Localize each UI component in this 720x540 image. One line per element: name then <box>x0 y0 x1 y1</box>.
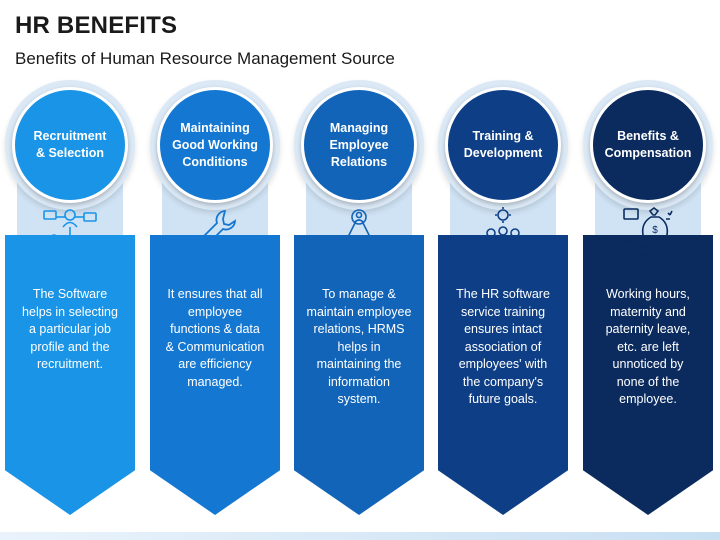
page-subtitle: Benefits of Human Resource Management So… <box>15 49 395 68</box>
column-description: To manage & maintain employee relations,… <box>306 287 412 406</box>
benefit-column-compensation: Benefits & Compensation $ Working hours,… <box>583 80 713 520</box>
bottom-accent-bar <box>0 532 720 540</box>
column-heading: Managing Employee Relations <box>329 120 389 169</box>
column-heading: Recruitment & Selection <box>33 129 107 160</box>
money-bag-hand-icon: $ <box>618 205 678 261</box>
benefit-column-employee-relations: Managing Employee Relations To manage & … <box>294 80 424 520</box>
benefit-column-training: Training & Development The HR software s… <box>438 80 568 520</box>
column-arrow-panel <box>5 235 135 515</box>
column-heading: Maintaining Good Working Conditions <box>172 120 258 169</box>
column-description: It ensures that all employee functions &… <box>165 287 265 389</box>
column-arrow-panel <box>438 235 568 515</box>
wrench-gears-icon <box>185 205 245 261</box>
recruitment-network-icon <box>40 205 100 261</box>
heading-circle: Training & Development <box>445 87 561 203</box>
svg-text:$: $ <box>652 225 658 236</box>
column-description: Working hours, maternity and paternity l… <box>605 287 691 406</box>
benefit-column-recruitment: Recruitment & Selection The Software hel… <box>5 80 135 520</box>
benefit-column-working-conditions: Maintaining Good Working Conditions It e… <box>150 80 280 520</box>
heading-circle: Maintaining Good Working Conditions <box>157 87 273 203</box>
column-arrow-panel <box>294 235 424 515</box>
column-heading: Training & Development <box>463 129 543 160</box>
heading-circle: Managing Employee Relations <box>301 87 417 203</box>
column-heading: Benefits & Compensation <box>604 129 692 160</box>
column-arrow-panel <box>150 235 280 515</box>
employee-relations-icon <box>329 205 389 261</box>
team-training-icon <box>473 205 533 261</box>
column-arrow-panel <box>583 235 713 515</box>
heading-circle: Recruitment & Selection <box>12 87 128 203</box>
column-description: The Software helps in selecting a partic… <box>22 287 118 371</box>
column-description: The HR software service training ensures… <box>456 287 550 406</box>
page-title: HR BENEFITS <box>15 12 178 39</box>
heading-circle: Benefits & Compensation <box>590 87 706 203</box>
